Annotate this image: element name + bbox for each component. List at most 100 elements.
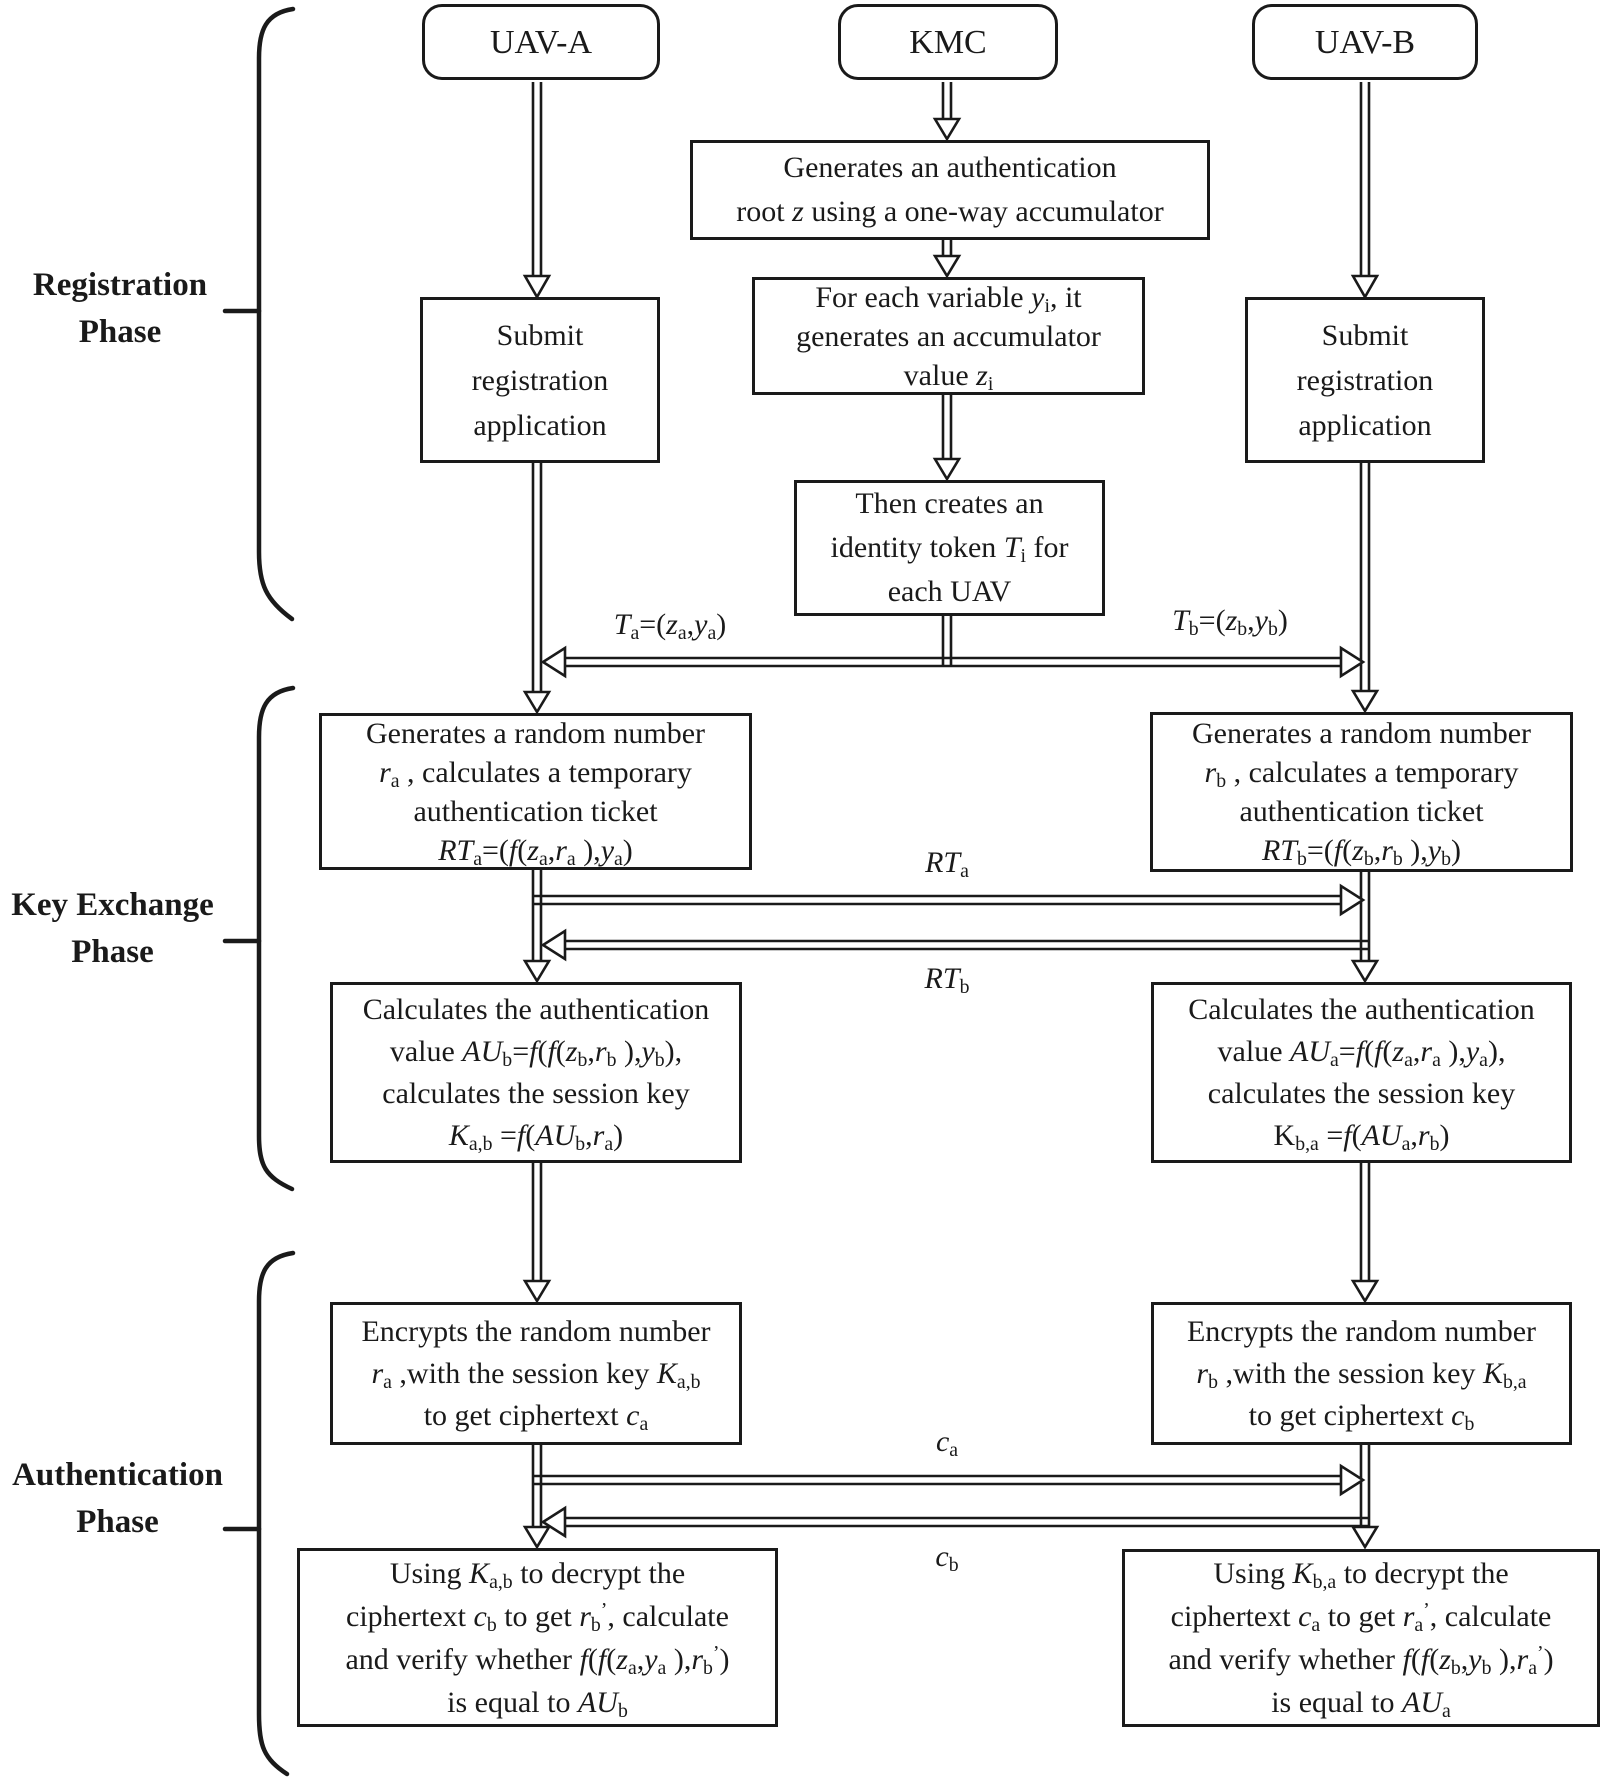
arrow-ca — [534, 1463, 1366, 1497]
phase-label-line: Key Exchange — [11, 887, 214, 923]
box-line: ciphertext ca to get ra’, calculate — [1170, 1599, 1552, 1636]
box-line: authentication ticket — [413, 794, 658, 828]
box-line: Calculates the authentication — [1188, 992, 1535, 1026]
arrow-token-to-uav-a-and-b — [540, 645, 1366, 679]
box-line: ra , calculates a temporary — [379, 755, 692, 792]
box-line: ra ,with the session key Ka,b — [371, 1356, 701, 1393]
arrow-uav-b-submit-to-keyexchange — [1350, 463, 1380, 714]
arrow-uav-b-sessionkey-to-encrypt — [1350, 1163, 1380, 1304]
box-line: is equal to AUb — [447, 1685, 628, 1722]
arrow-kmc-accumulator-to-token-box — [932, 395, 962, 482]
box-line: RTb=(f(zb,rb ),yb) — [1261, 834, 1462, 870]
arrow-uav-a-sessionkey-to-encrypt — [522, 1163, 552, 1304]
kmc-header-label: KMC — [909, 23, 987, 61]
box-line: ciphertext cb to get rb’, calculate — [346, 1598, 729, 1636]
box-line: value zi — [903, 358, 994, 395]
box-line: Encrypts the random number — [361, 1314, 711, 1348]
box-line: RTa=(f(za,ra ),ya) — [438, 833, 633, 870]
box-line: each UAV — [887, 575, 1012, 608]
arrow-uav-a-keyexchange-to-sessionkey — [522, 870, 552, 984]
uav-b-key-exchange-box: Generates a random number rb , calculate… — [1150, 712, 1573, 872]
arrow-rtb — [540, 928, 1370, 962]
phase-label-line: Phase — [76, 1504, 159, 1540]
box-line: Encrypts the random number — [1186, 1314, 1537, 1348]
box-line: application — [473, 408, 607, 442]
phase-label-key-exchange: Key Exchange Phase — [0, 882, 225, 976]
registration-brace — [222, 6, 296, 622]
arrow-uav-a-header-to-submit — [522, 82, 552, 300]
phase-label-authentication: Authentication Phase — [0, 1452, 235, 1546]
arrow-kmc-root-to-accumulator-box — [932, 240, 962, 279]
uav-a-header: UAV-A — [422, 4, 660, 80]
arrow-kmc-header-to-root-box — [932, 82, 962, 142]
arrow-rta — [534, 883, 1366, 917]
kmc-header: KMC — [838, 4, 1058, 80]
uav-a-submit-registration-box: Submit registration application — [420, 297, 660, 463]
arrow-uav-b-keyexchange-to-sessionkey — [1350, 872, 1380, 984]
box-line: identity token Ti for — [830, 531, 1069, 567]
arrow-uav-a-encrypt-to-verify — [522, 1445, 552, 1550]
box-line: Using Kb,a to decrypt the — [1213, 1557, 1509, 1593]
uav-a-header-label: UAV-A — [489, 23, 593, 61]
box-line: value AUa=f(f(za,ra ),ya), — [1217, 1034, 1506, 1071]
message-label-cb: cb — [935, 1540, 959, 1576]
phase-label-line: Phase — [78, 314, 162, 350]
uav-b-header-label: UAV-B — [1314, 23, 1416, 61]
uav-b-submit-registration-box: Submit registration application — [1245, 297, 1485, 463]
authentication-brace — [222, 1250, 296, 1777]
message-label-ca: ca — [935, 1425, 959, 1461]
uav-b-verify-box: Using Kb,a to decrypt the ciphertext ca … — [1122, 1549, 1600, 1727]
arrow-cb — [540, 1505, 1370, 1539]
box-line: calculates the session key — [1207, 1076, 1516, 1110]
box-line: For each variable yi, it — [815, 280, 1082, 317]
box-line: Generates a random number — [365, 716, 706, 750]
box-line: to get ciphertext cb — [1248, 1398, 1475, 1435]
box-line: to get ciphertext ca — [423, 1398, 649, 1435]
kmc-accumulator-box: For each variable yi, it generates an ac… — [752, 277, 1145, 395]
box-line: Generates an authentication — [783, 151, 1117, 184]
box-line: authentication ticket — [1239, 795, 1484, 828]
box-line: and verify whether f(f(za,ya ),rb’) — [345, 1641, 730, 1679]
message-label-ta: Ta=(za,ya) — [613, 608, 727, 644]
message-label-rtb: RTb — [924, 962, 970, 998]
box-line: and verify whether f(f(zb,yb ),ra’) — [1168, 1642, 1554, 1679]
key-exchange-brace — [222, 685, 296, 1192]
box-line: Then creates an — [855, 487, 1044, 520]
box-line: application — [1298, 408, 1432, 442]
arrow-uav-b-encrypt-to-verify — [1350, 1445, 1380, 1550]
phase-label-line: Authentication — [12, 1457, 223, 1493]
box-line: Kb,a =f(AUa,rb) — [1273, 1118, 1450, 1155]
message-label-rta: RTa — [925, 846, 969, 882]
uav-b-session-key-box: Calculates the authentication value AUa=… — [1151, 982, 1572, 1163]
phase-label-line: Phase — [71, 934, 154, 970]
box-line: Calculates the authentication — [362, 992, 710, 1026]
kmc-generate-root-box: Generates an authentication root z using… — [690, 140, 1210, 240]
message-label-tb: Tb=(zb,yb) — [1172, 604, 1288, 640]
uav-a-encrypt-box: Encrypts the random number ra ,with the … — [330, 1302, 742, 1445]
box-line: rb ,with the session key Kb,a — [1196, 1356, 1527, 1393]
uav-a-verify-box: Using Ka,b to decrypt the ciphertext cb … — [297, 1548, 778, 1727]
uav-b-header: UAV-B — [1252, 4, 1478, 80]
box-line: value AUb=f(f(zb,rb ),yb), — [389, 1034, 683, 1071]
box-line: Submit — [1321, 318, 1409, 352]
kmc-identity-token-box: Then creates an identity token Ti for ea… — [794, 480, 1105, 616]
box-line: generates an accumulator — [796, 319, 1101, 353]
box-line: Using Ka,b to decrypt the — [389, 1556, 686, 1593]
box-line: registration — [471, 363, 609, 397]
box-line: Submit — [496, 318, 584, 352]
uav-b-encrypt-box: Encrypts the random number rb ,with the … — [1151, 1302, 1572, 1445]
box-line: is equal to AUa — [1271, 1686, 1451, 1722]
box-line: Generates a random number — [1191, 717, 1532, 750]
phase-label-registration: Registration Phase — [0, 262, 240, 356]
phase-label-line: Registration — [32, 267, 208, 303]
box-line: registration — [1296, 363, 1434, 397]
arrow-uav-a-submit-to-keyexchange — [522, 463, 552, 715]
uav-a-session-key-box: Calculates the authentication value AUb=… — [330, 982, 742, 1163]
box-line: rb , calculates a temporary — [1204, 756, 1519, 792]
box-line: Ka,b =f(AUb,ra) — [448, 1118, 624, 1155]
box-line: root z using a one-way accumulator — [736, 195, 1164, 228]
box-line: calculates the session key — [382, 1076, 690, 1110]
uav-a-key-exchange-box: Generates a random number ra , calculate… — [319, 713, 752, 870]
